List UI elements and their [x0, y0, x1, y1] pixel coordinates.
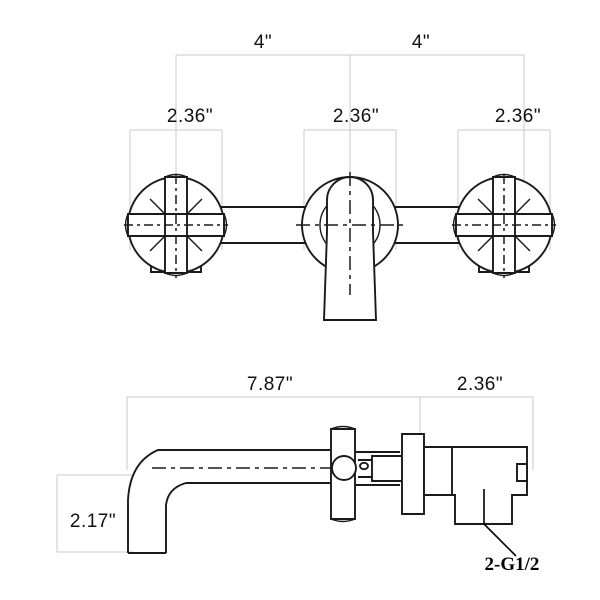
dimension-label-spacing-left: 4" — [254, 32, 272, 53]
valve-stem-body — [355, 451, 409, 486]
dimension-label-spout-flange-width: 2.36" — [333, 106, 379, 127]
front-elevation-view: 4" 4" 2.36" 2.36" 2.36" — [124, 32, 556, 321]
wall-valve-body — [423, 446, 528, 525]
dimension-label-handle-right-width: 2.36" — [495, 106, 541, 127]
center-spout-escutcheon — [296, 172, 404, 321]
handle-post-side-view — [330, 425, 357, 523]
top-view-extension-lines — [129, 54, 551, 250]
dimension-label-spout-drop: 2.17" — [70, 511, 116, 532]
dimension-label-valve-depth: 2.36" — [457, 374, 503, 395]
dimension-label-spout-length: 7.87" — [247, 374, 293, 395]
spout-tube — [127, 449, 330, 554]
left-cross-handle — [124, 173, 228, 278]
dimension-label-handle-left-width: 2.36" — [167, 106, 213, 127]
thread-callout-leader — [483, 489, 517, 557]
dimension-label-spacing-right: 4" — [412, 32, 430, 53]
right-cross-handle — [452, 173, 556, 278]
thread-callout-label: 2-G1/2 — [485, 554, 540, 575]
escutcheon-flange-plate — [401, 433, 425, 515]
side-section-view: 7.87" 2.36" 2.17" 2-G1/2 — [56, 374, 540, 575]
